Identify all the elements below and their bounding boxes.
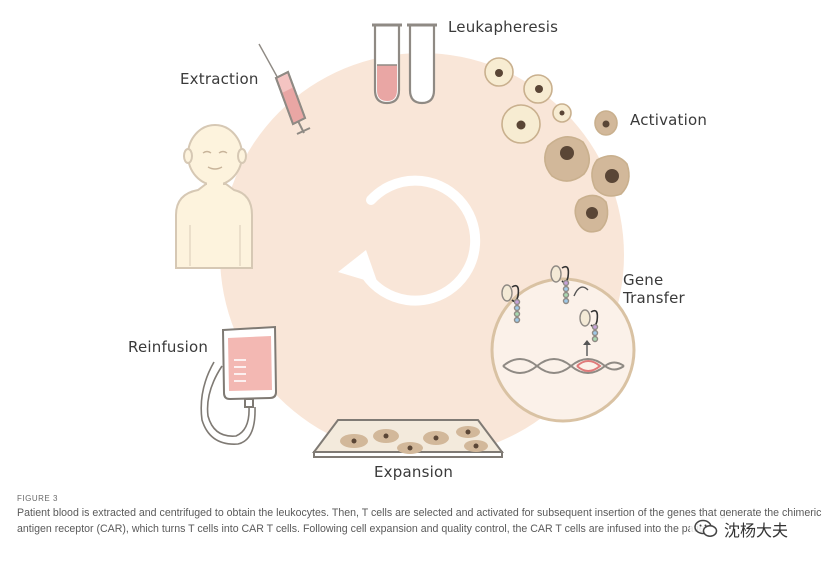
wechat-icon (694, 519, 718, 537)
cycle-arrow-icon (361, 175, 481, 306)
activation-cells (484, 57, 630, 233)
label-activation: Activation (630, 111, 708, 129)
activated-cell (594, 110, 618, 136)
small-t-cell (552, 103, 572, 123)
watermark-text: 沈杨大夫 (724, 521, 789, 540)
label-extraction: Extraction (180, 70, 259, 88)
vector-particle (550, 265, 589, 305)
figure-caption: Patient blood is extracted and centrifug… (17, 507, 822, 535)
activated-cell (544, 136, 591, 182)
culture-tray-icon (312, 419, 504, 458)
watermark: 沈杨大夫 (690, 516, 795, 542)
patient-figure-icon (175, 124, 253, 269)
activated-cell (591, 155, 630, 197)
label-expansion: Expansion (374, 463, 454, 481)
label-leukapheresis: Leukapheresis (448, 18, 559, 36)
small-t-cell (501, 104, 541, 144)
small-t-cell (484, 57, 514, 87)
cycle-arrowhead (338, 250, 378, 284)
syringe-icon (258, 43, 311, 135)
label-gene-transfer: Gene Transfer (623, 271, 685, 307)
figure-number: FIGURE 3 (17, 494, 58, 503)
leukapheresis-tubes-icon (372, 23, 437, 105)
vector-particle (579, 309, 599, 356)
label-reinfusion: Reinfusion (128, 338, 209, 356)
vector-particle (501, 284, 521, 324)
activated-cell (574, 194, 609, 233)
small-t-cell (523, 74, 553, 104)
iv-bag-icon (200, 325, 278, 445)
gene-transfer-icon (490, 265, 636, 423)
